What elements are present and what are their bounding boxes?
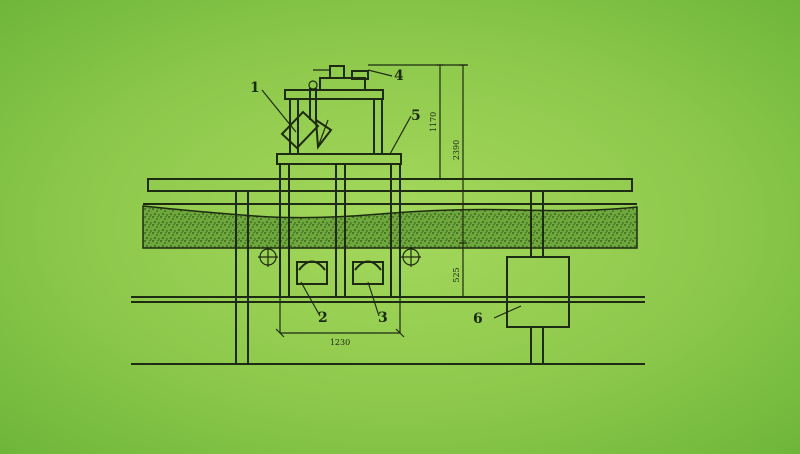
dimension-2390: 2390	[452, 140, 461, 160]
main-frame	[276, 153, 402, 333]
dimension-1170: 1170	[429, 112, 438, 132]
right-roller	[401, 247, 421, 267]
dimension-lines	[275, 64, 468, 338]
callout-leaders	[261, 69, 522, 319]
callout-4: 4	[394, 68, 404, 84]
control-box	[506, 256, 570, 328]
left-support-post	[235, 190, 249, 365]
callout-1: 1	[250, 80, 260, 96]
right-support-post-lower	[530, 326, 544, 365]
callout-3: 3	[378, 310, 388, 326]
callout-6: 6	[473, 311, 483, 327]
lower-rail	[131, 296, 645, 303]
left-roller	[258, 247, 278, 267]
sensor-box-3	[352, 260, 384, 285]
callout-2: 2	[318, 310, 328, 326]
callout-5: 5	[411, 108, 421, 124]
dimension-1230: 1230	[330, 338, 350, 347]
camera-assembly	[280, 80, 333, 150]
sensor-box-2	[296, 260, 328, 285]
dimension-525: 525	[452, 267, 461, 282]
upper-gantry	[284, 65, 384, 155]
